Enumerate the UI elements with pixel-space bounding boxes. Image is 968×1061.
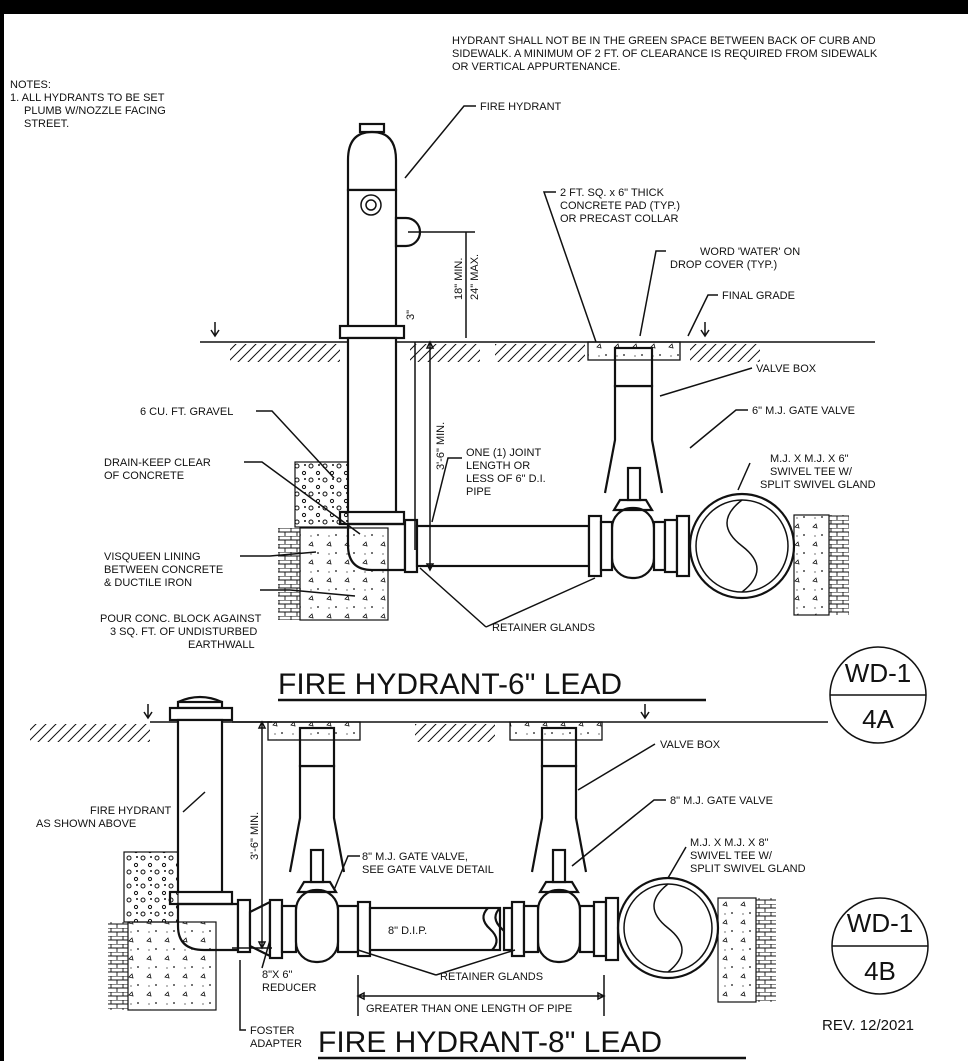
label-tee-b-3: SPLIT SWIVEL GLAND <box>690 863 806 875</box>
label-gate-valve-b: 8" M.J. GATE VALVE <box>670 795 773 807</box>
label-visqueen-1: VISQUEEN LINING <box>104 551 201 563</box>
label-fire-hydrant: FIRE HYDRANT <box>480 101 562 113</box>
label-greater: GREATER THAN ONE LENGTH OF PIPE <box>366 1003 572 1015</box>
label-pad-3: OR PRECAST COLLAR <box>560 213 678 225</box>
label-joint-3: LESS OF 6" D.I. <box>466 473 546 485</box>
tag-a-top: WD-1 <box>845 658 911 688</box>
label-reducer-2: REDUCER <box>262 982 316 994</box>
dim-depth-a: 3'-6" MIN. <box>435 422 447 470</box>
notes-line1: 1. ALL HYDRANTS TO BE SET <box>10 92 165 104</box>
tag-b-bottom: 4B <box>864 956 896 986</box>
label-gv-detail-2: SEE GATE VALVE DETAIL <box>362 864 494 876</box>
dim-depth-b: 3'-6" MIN. <box>249 812 261 860</box>
notes-line3: STREET. <box>24 118 69 130</box>
label-hydrant-2: AS SHOWN ABOVE <box>36 818 136 830</box>
label-retainer-a: RETAINER GLANDS <box>492 622 595 634</box>
label-gv-detail-1: 8" M.J. GATE VALVE, <box>362 851 468 863</box>
notes-line2: PLUMB W/NOZZLE FACING <box>24 105 166 117</box>
tag-a-bottom: 4A <box>862 704 894 734</box>
label-tee-a-1: M.J. X M.J. X 6" <box>770 453 849 465</box>
dim-18-min: 18" MIN. <box>453 258 465 300</box>
detail-a-drawing: 3" 18" MIN. 24" MAX. 3'-6" MIN. FIRE HYD… <box>100 101 927 744</box>
label-valve-box-a: VALVE BOX <box>756 363 817 375</box>
label-retainer-b: RETAINER GLANDS <box>440 971 543 983</box>
label-drain-1: DRAIN-KEEP CLEAR <box>104 457 211 469</box>
label-joint-2: LENGTH OR <box>466 460 530 472</box>
label-final-grade: FINAL GRADE <box>722 290 795 302</box>
label-word-2: DROP COVER (TYP.) <box>670 259 777 271</box>
label-visqueen-2: BETWEEN CONCRETE <box>104 564 223 576</box>
label-word-1: WORD 'WATER' ON <box>700 246 800 258</box>
label-visqueen-3: & DUCTILE IRON <box>104 577 192 589</box>
label-hydrant-1: FIRE HYDRANT <box>90 805 172 817</box>
label-pad-1: 2 FT. SQ. x 6" THICK <box>560 187 665 199</box>
label-valve-box-b: VALVE BOX <box>660 739 721 751</box>
label-tee-a-2: SWIVEL TEE W/ <box>770 466 853 478</box>
tag-b-top: WD-1 <box>847 908 913 938</box>
label-tee-b-2: SWIVEL TEE W/ <box>690 850 773 862</box>
label-drain-2: OF CONCRETE <box>104 470 184 482</box>
label-gate-valve-a: 6" M.J. GATE VALVE <box>752 405 855 417</box>
label-pad-2: CONCRETE PAD (TYP.) <box>560 200 680 212</box>
label-joint-1: ONE (1) JOINT <box>466 447 541 459</box>
revision-date: REV. 12/2021 <box>822 1017 914 1034</box>
dim-3in: 3" <box>405 310 417 320</box>
label-gravel: 6 CU. FT. GRAVEL <box>140 406 233 418</box>
detail-b-drawing: 3'-6" MIN. VALVE BOX 8" M.J. GATE VALVE … <box>30 695 929 1060</box>
top-note-line1: HYDRANT SHALL NOT BE IN THE GREEN SPACE … <box>452 35 876 47</box>
dim-24-max: 24" MAX. <box>469 254 481 300</box>
label-foster-2: ADAPTER <box>250 1038 302 1050</box>
title-detail-a: FIRE HYDRANT-6" LEAD <box>278 668 622 701</box>
top-note-line3: OR VERTICAL APPURTENANCE. <box>452 61 621 73</box>
top-note-line2: SIDEWALK. A MINIMUM OF 2 FT. OF CLEARANC… <box>452 48 878 60</box>
label-joint-4: PIPE <box>466 486 491 498</box>
label-pour-2: 3 SQ. FT. OF UNDISTURBED <box>110 626 257 638</box>
title-detail-b: FIRE HYDRANT-8" LEAD <box>318 1026 662 1059</box>
label-pour-3: EARTHWALL <box>188 639 255 651</box>
label-tee-a-3: SPLIT SWIVEL GLAND <box>760 479 876 491</box>
top-border <box>0 0 968 14</box>
label-pour-1: POUR CONC. BLOCK AGAINST <box>100 613 262 625</box>
label-tee-b-1: M.J. X M.J. X 8" <box>690 837 769 849</box>
left-border <box>0 0 4 1061</box>
label-dip: 8" D.I.P. <box>388 925 427 937</box>
label-reducer-1: 8"X 6" <box>262 969 293 981</box>
label-foster-1: FOSTER <box>250 1025 295 1037</box>
notes-heading: NOTES: <box>10 79 51 91</box>
